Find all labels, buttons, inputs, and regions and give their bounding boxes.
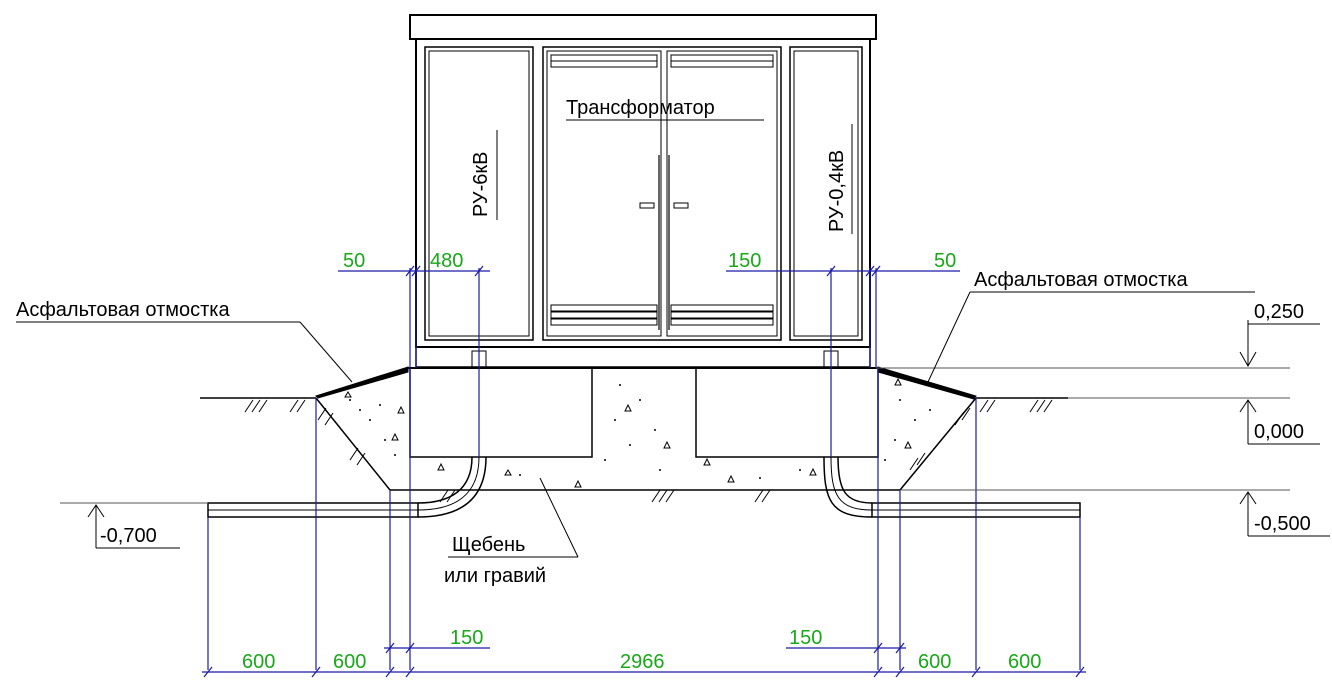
ru-lv-label: РУ-0,4кВ [826,150,848,232]
dim-upper-right-gap: 50 [934,250,956,272]
gravel-label-line1: Щебень [452,534,525,556]
dim-bottom-left: 600 [333,651,366,673]
dim-lower-left-offset: 150 [450,627,483,649]
dim-bottom-far-right: 600 [1008,651,1041,673]
elevation-cable: -0,700 [100,525,157,547]
transformer-label: Трансформатор [566,97,715,119]
dimension-lines [202,265,1086,678]
ru-lv-panel [789,46,863,341]
door-handle-left [639,202,655,209]
asphalt-left [315,366,409,399]
asphalt-right [877,366,977,400]
dim-upper-right-width: 150 [728,250,761,272]
asphalt-left-label: Асфальтовая отмостка [16,299,230,321]
dim-bottom-far-left: 600 [242,651,275,673]
leaders [16,119,1255,558]
elevation-marks [60,320,1330,549]
cables [207,456,1081,518]
door-handle-right [673,202,689,209]
dim-bottom-right: 600 [918,651,951,673]
gravel-fill [349,384,931,479]
dim-lower-right-offset: 150 [789,627,822,649]
gravel-label-line2: или гравий [444,565,546,587]
gravel-triangles [344,377,912,488]
ground-hatch [244,399,1053,503]
dim-upper-left-width: 480 [430,250,463,272]
elevation-top: 0,250 [1254,301,1304,323]
dim-bottom-center: 2966 [620,651,665,673]
elevation-ground: 0,000 [1254,421,1304,443]
foundation [200,366,1068,503]
transformer-doors [542,46,782,341]
asphalt-right-label: Асфальтовая отмостка [974,269,1188,291]
foundation-block-right [695,367,879,458]
dim-upper-left-gap: 50 [343,250,365,272]
elevation-base: -0,500 [1254,513,1311,535]
ru-hv-label: РУ-6кВ [470,152,492,217]
foundation-block-left [409,367,593,458]
